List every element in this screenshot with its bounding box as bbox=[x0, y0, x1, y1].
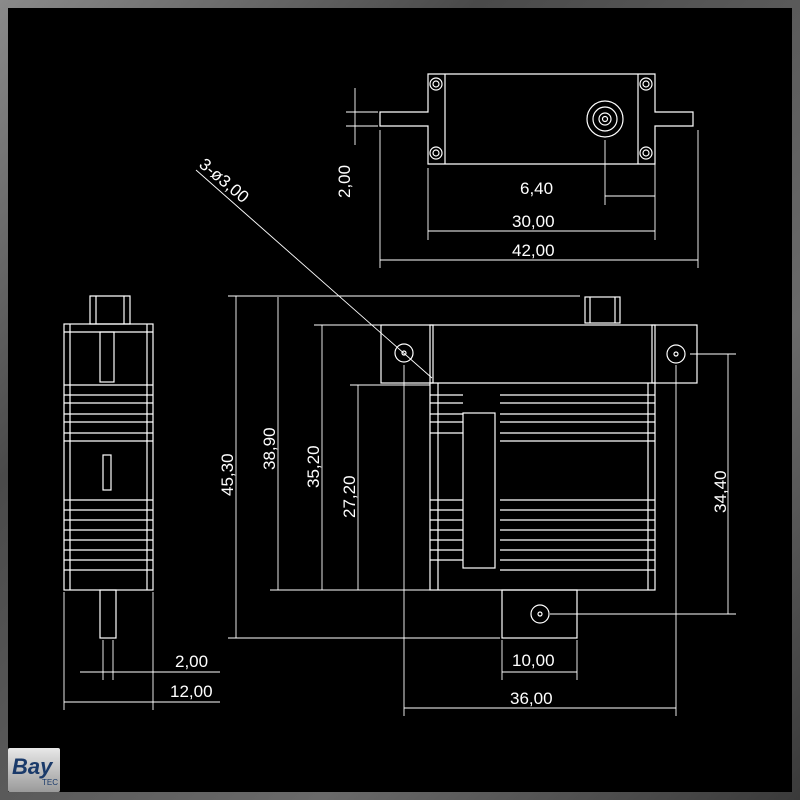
dim-top-height: 2,00 bbox=[335, 165, 354, 198]
drawing-canvas: 2,00 6,40 30,00 42,00 3-ø3,00 45,30 38,9… bbox=[8, 8, 792, 792]
top-view-dimensions bbox=[346, 88, 699, 268]
dim-mount-holes: 3-ø3,00 bbox=[195, 155, 252, 207]
dimension-labels: 2,00 6,40 30,00 42,00 3-ø3,00 45,30 38,9… bbox=[170, 155, 730, 708]
dim-height-to-flange: 35,20 bbox=[304, 445, 323, 488]
dim-flange-height: 27,20 bbox=[340, 475, 359, 518]
dim-side-spline: 2,00 bbox=[175, 652, 208, 671]
front-view bbox=[380, 296, 698, 639]
top-view bbox=[379, 73, 694, 165]
brand-logo: Bay TEC bbox=[8, 748, 60, 792]
dim-side-width: 12,00 bbox=[170, 682, 213, 701]
dim-overall-height: 45,30 bbox=[218, 453, 237, 496]
dim-hole-height: 34,40 bbox=[711, 470, 730, 513]
dim-horn-offset: 6,40 bbox=[520, 179, 553, 198]
front-view-dimensions bbox=[195, 169, 736, 716]
dim-height-to-top: 38,90 bbox=[260, 427, 279, 470]
side-view bbox=[63, 295, 154, 639]
logo-text: Bay bbox=[12, 754, 53, 779]
technical-drawing: 2,00 6,40 30,00 42,00 3-ø3,00 45,30 38,9… bbox=[63, 73, 736, 716]
dim-overall-length: 42,00 bbox=[512, 241, 555, 260]
dim-hole-spacing-top: 30,00 bbox=[512, 212, 555, 231]
dim-body-width: 36,00 bbox=[510, 689, 553, 708]
side-view-dimensions bbox=[63, 592, 220, 710]
dim-bottom-tab: 10,00 bbox=[512, 651, 555, 670]
logo-subtext: TEC bbox=[42, 778, 58, 787]
